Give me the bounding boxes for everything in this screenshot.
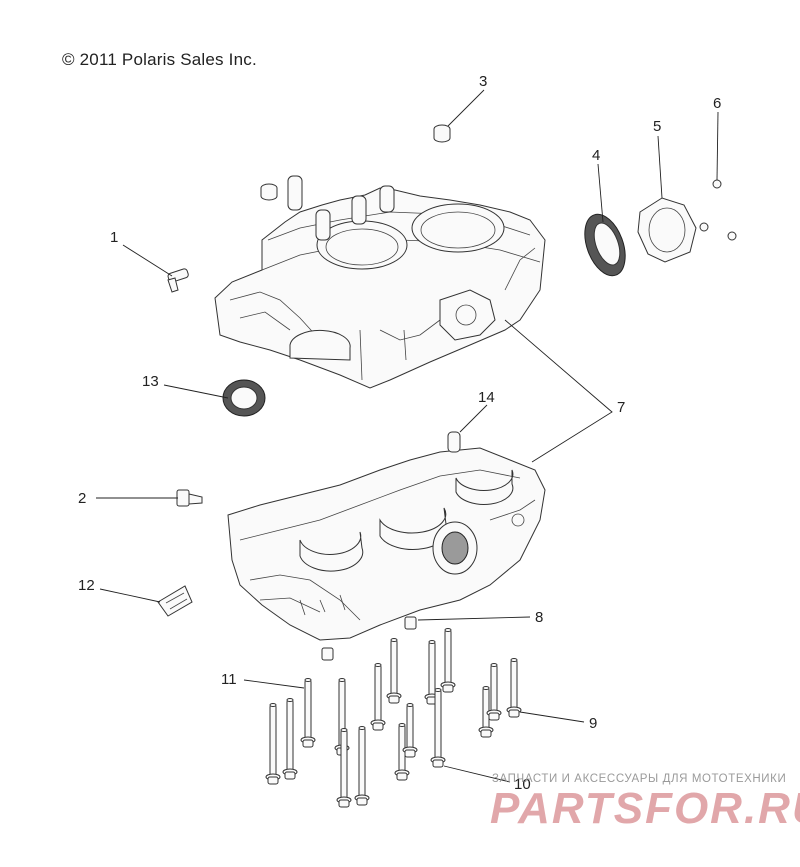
upper-crankcase bbox=[214, 175, 546, 389]
callout-9: 9 bbox=[589, 715, 597, 732]
callout-1: 1 bbox=[110, 229, 118, 246]
callout-11: 11 bbox=[221, 671, 237, 688]
callout-13: 13 bbox=[142, 373, 159, 390]
part-12-bracket bbox=[157, 585, 193, 617]
callout-4: 4 bbox=[592, 147, 600, 164]
callout-3: 3 bbox=[479, 73, 487, 90]
callout-8: 8 bbox=[535, 609, 543, 626]
cap-on-case bbox=[260, 183, 278, 201]
callout-14: 14 bbox=[478, 389, 495, 406]
part-5-cover bbox=[637, 197, 697, 263]
callout-2: 2 bbox=[78, 490, 86, 507]
callout-6: 6 bbox=[713, 95, 721, 112]
part-3-cap bbox=[433, 124, 451, 143]
leader-lines bbox=[96, 89, 719, 783]
watermark-tagline: ЗАПЧАСТИ И АКСЕССУАРЫ ДЛЯ МОТОТЕХНИКИ bbox=[492, 773, 787, 785]
callout-7: 7 bbox=[617, 399, 625, 416]
part-2-sensor bbox=[176, 489, 203, 507]
part-8-dowels bbox=[321, 616, 417, 661]
callout-5: 5 bbox=[653, 118, 661, 135]
crankcase-bolts bbox=[265, 628, 522, 808]
watermark-logo: PARTSFOR.RU bbox=[490, 784, 800, 833]
part-6-screws bbox=[699, 179, 737, 241]
part-4-seal bbox=[584, 213, 626, 277]
callout-10: 10 bbox=[514, 776, 531, 793]
callout-12: 12 bbox=[78, 577, 95, 594]
lower-crankcase bbox=[227, 431, 546, 641]
part-1-fitting bbox=[167, 268, 189, 293]
copyright-notice: © 2011 Polaris Sales Inc. bbox=[62, 50, 257, 69]
part-13-seal bbox=[222, 379, 266, 417]
